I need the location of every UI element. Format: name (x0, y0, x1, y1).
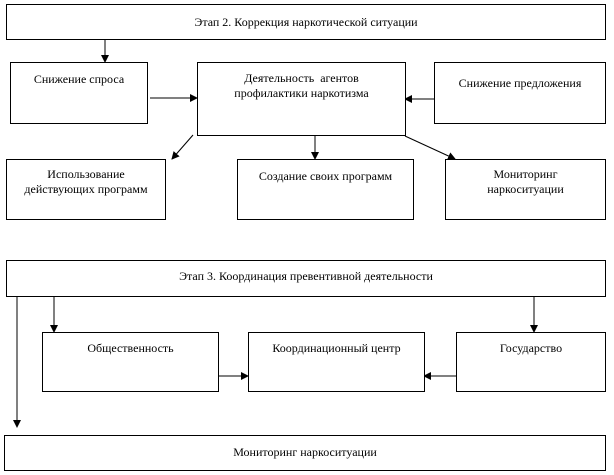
stage3-monitoring-label: Мониторинг наркоситуации (233, 445, 377, 459)
state-label: Государство (499, 341, 563, 355)
public-box: Общественность (42, 332, 219, 392)
agents-activity-box: Деятельность агентов профилактики наркот… (197, 62, 406, 136)
stage2-title: Этап 2. Коррекция наркотической ситуации (194, 15, 418, 29)
arrow-agents-to-monitoring (404, 135, 456, 160)
stage3-title-box: Этап 3. Координация превентивной деятель… (6, 260, 606, 297)
existing-programs-box: Использование действующих программ (6, 159, 166, 220)
supply-reduction-label: Снижение предложения (458, 76, 582, 90)
coordination-center-label: Координационный центр (272, 341, 401, 355)
stage2-monitoring-label: Мониторинг наркоситуации (487, 167, 564, 196)
own-programs-label: Создание своих программ (258, 169, 393, 183)
agents-activity-label: Деятельность агентов профилактики наркот… (234, 71, 369, 100)
existing-programs-label: Использование действующих программ (24, 167, 148, 196)
own-programs-box: Создание своих программ (237, 159, 414, 220)
public-label: Общественность (87, 341, 174, 355)
stage3-monitoring-box: Мониторинг наркоситуации (4, 435, 606, 471)
demand-reduction-label: Снижение спроса (33, 72, 125, 86)
stage3-title: Этап 3. Координация превентивной деятель… (179, 269, 433, 283)
arrow-agents-to-existing (171, 134, 194, 160)
state-box: Государство (456, 332, 606, 392)
stage2-title-box: Этап 2. Коррекция наркотической ситуации (6, 4, 606, 40)
demand-reduction-box: Снижение спроса (10, 62, 148, 124)
coordination-center-box: Координационный центр (248, 332, 425, 392)
stage2-monitoring-box: Мониторинг наркоситуации (445, 159, 606, 220)
supply-reduction-box: Снижение предложения (434, 62, 606, 124)
